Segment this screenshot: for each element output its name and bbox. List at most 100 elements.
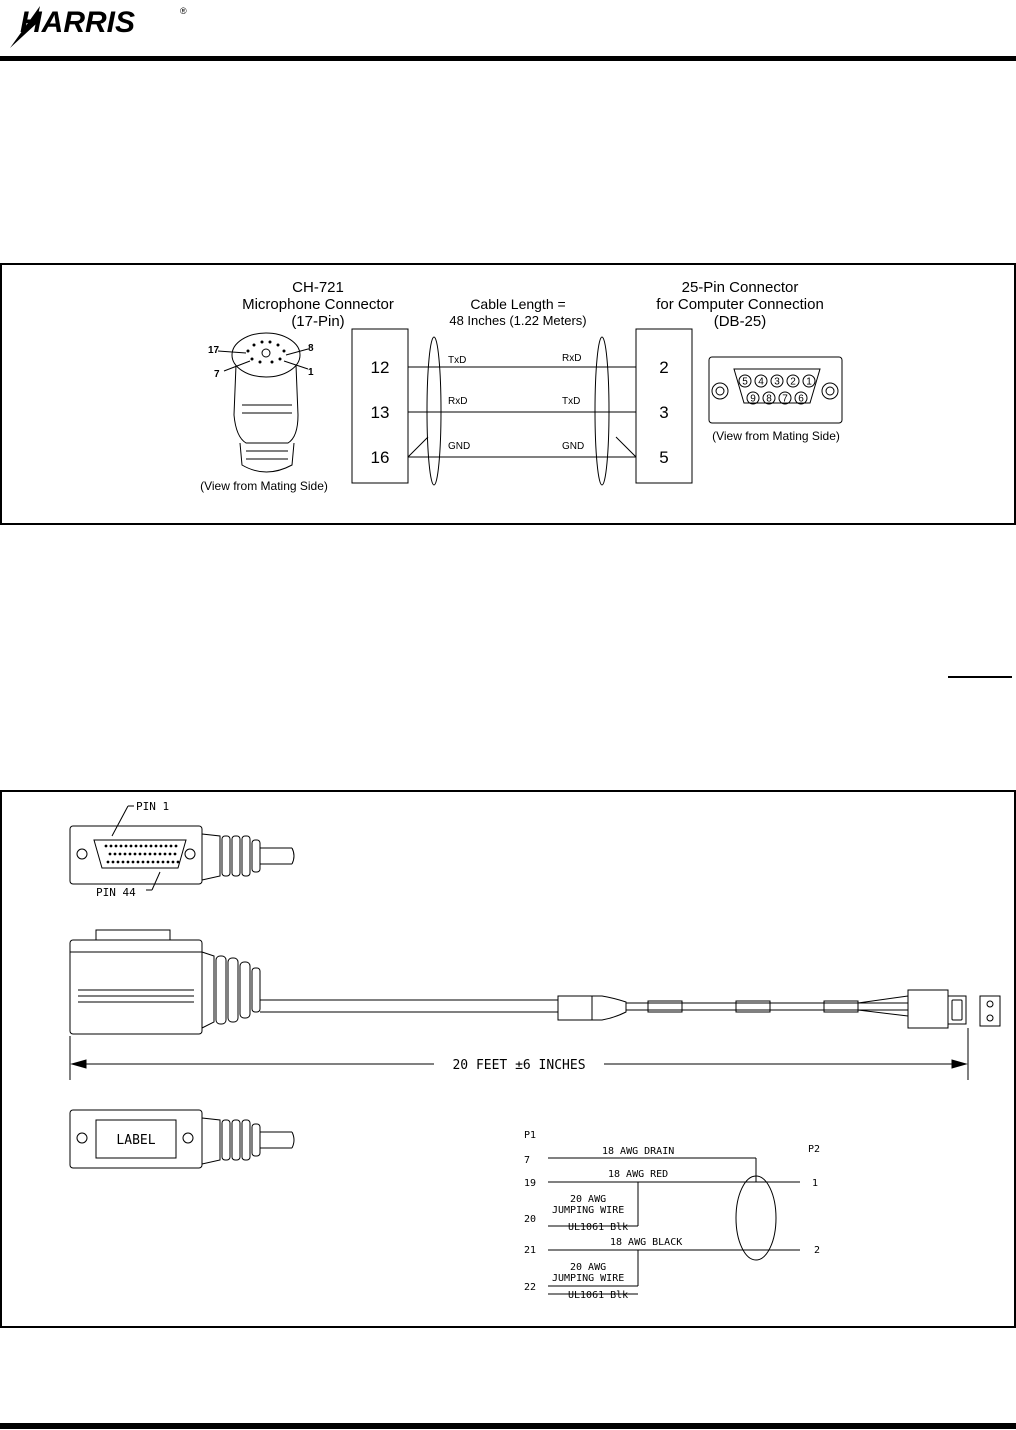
connector-pin-dot: [134, 844, 138, 848]
mic-pin-label-17: 17: [208, 345, 220, 356]
connector-pin-dot: [133, 852, 137, 856]
mic-connector-pins: [246, 340, 286, 364]
figure-2-frame: (function(){ const g = document.currentS…: [0, 790, 1016, 1328]
schematic-labels: P1 P2 7 19 20 21 22 1 2 18 AWG DRAIN 18 …: [524, 1130, 820, 1301]
db25-title-3: (DB-25): [714, 313, 767, 330]
right-pin-box: [635, 328, 693, 484]
cable-wires: [407, 366, 637, 458]
connector-pin-dot: [123, 852, 127, 856]
db25-pin-5: 5: [742, 377, 748, 388]
jump1-line1: 20 AWG: [570, 1194, 606, 1205]
mic-connector-title-2: Microphone Connector: [242, 296, 394, 313]
connector-pin-dot: [171, 860, 175, 864]
logo-swoosh: [10, 6, 40, 48]
db25-pin-3: 3: [774, 377, 780, 388]
p1-pin-19: 19: [524, 1178, 536, 1189]
connector-top-view-pins: (function(){ const g = document.currentS…: [104, 844, 180, 864]
connector-pin-dot: [148, 852, 152, 856]
connector-pin-dot: [159, 844, 163, 848]
signal-left-txd: TxD: [448, 355, 466, 366]
jump2-line2: JUMPING WIRE: [552, 1273, 624, 1284]
db25-title-2: for Computer Connection: [656, 296, 824, 313]
connector-side-view: [69, 929, 1001, 1035]
connector-pin-dot: [129, 844, 133, 848]
db25-title-1: 25-Pin Connector: [682, 279, 799, 296]
connector-pin-dot: [138, 852, 142, 856]
label-plate-text: LABEL: [116, 1133, 155, 1148]
right-pin-3: 3: [659, 403, 668, 422]
db25-pin-2: 2: [790, 377, 796, 388]
connector-pin-dot: [173, 852, 177, 856]
short-rule: [948, 676, 1012, 678]
connector-pin-dot: [151, 860, 155, 864]
mic-connector-title-1: CH-721: [292, 279, 344, 296]
connector-pin-dot: [153, 852, 157, 856]
connector-pin-dot: [166, 860, 170, 864]
signal-right-gnd: GND: [562, 441, 584, 452]
jump2-line1: 20 AWG: [570, 1262, 606, 1273]
db25-pin-4: 4: [758, 377, 764, 388]
cable-shield-ellipses: [426, 336, 610, 486]
connector-pin-dot: [146, 860, 150, 864]
left-pin-12: 12: [371, 358, 390, 377]
connector-pin-dot: [128, 852, 132, 856]
signal-left-gnd: GND: [448, 441, 470, 452]
footer-rule: [0, 1423, 1016, 1429]
p1-pin-7: 7: [524, 1155, 530, 1166]
length-label: 20 FEET ±6 INCHES: [452, 1058, 585, 1073]
connector-pin-dot: [108, 852, 112, 856]
connector-pin-dot: [106, 860, 110, 864]
connector-top-view: [69, 805, 295, 891]
harris-logo: HARRIS ®: [10, 6, 187, 48]
connector-pin-dot: [164, 844, 168, 848]
connector-pin-dot: [169, 844, 173, 848]
mic-connector-title-3: (17-Pin): [291, 313, 344, 330]
db25-pin-7: 7: [782, 394, 788, 405]
figure-1-frame: CH-721 Microphone Connector (17-Pin) 17 …: [0, 263, 1016, 525]
connector-pin-dot: [161, 860, 165, 864]
signal-right-txd: TxD: [562, 396, 580, 407]
db25-connector-drawing: [708, 356, 843, 424]
mic-pin-leaders: [217, 348, 309, 372]
p2-pin-1: 1: [812, 1178, 818, 1189]
jump1-line3: UL1061 Blk: [568, 1222, 628, 1233]
connector-pin-dot: [109, 844, 113, 848]
connector-pin-dot: [149, 844, 153, 848]
jump1-line2: JUMPING WIRE: [552, 1205, 624, 1216]
connector-pin-dot: [104, 844, 108, 848]
connector-pin-dot: [113, 852, 117, 856]
connector-pin-dot: [136, 860, 140, 864]
wire-red-label: 18 AWG RED: [608, 1169, 668, 1180]
logo-text: HARRIS: [20, 6, 135, 39]
connector-pin-dot: [143, 852, 147, 856]
jump2-line3: UL1061 Blk: [568, 1290, 628, 1301]
pin-1-label: PIN 1: [136, 800, 169, 813]
connector-pin-dot: [158, 852, 162, 856]
p2-label: P2: [808, 1144, 820, 1155]
header-rule: [0, 56, 1016, 61]
figure-2-diagram: (function(){ const g = document.currentS…: [69, 800, 1001, 1301]
pin-44-label: PIN 44: [96, 886, 136, 899]
connector-pin-dot: [174, 844, 178, 848]
logo-registered-mark: ®: [180, 6, 187, 16]
db25-pins-bottom: 9 8 7 6: [746, 391, 808, 405]
db25-pin-8: 8: [766, 394, 772, 405]
connector-pin-dot: [131, 860, 135, 864]
right-pin-2: 2: [659, 358, 668, 377]
connector-pin-dot: [141, 860, 145, 864]
cable-length-label-2: 48 Inches (1.22 Meters): [449, 313, 586, 328]
connector-pin-dot: [111, 860, 115, 864]
wire-black-label: 18 AWG BLACK: [610, 1237, 682, 1248]
connector-pin-dot: [176, 860, 180, 864]
mic-pin-label-7: 7: [214, 369, 220, 380]
db25-view-note: (View from Mating Side): [712, 429, 840, 443]
left-pin-16: 16: [371, 448, 390, 467]
signal-right-rxd: RxD: [562, 353, 581, 364]
signal-left-rxd: RxD: [448, 396, 467, 407]
connector-pin-dot: [114, 844, 118, 848]
cable-length-label-1: Cable Length =: [470, 296, 565, 312]
connector-pin-dot: [163, 852, 167, 856]
connector-label-view: [69, 1109, 295, 1169]
connector-pin-dot: [154, 844, 158, 848]
mic-connector-drawing: [231, 332, 301, 473]
